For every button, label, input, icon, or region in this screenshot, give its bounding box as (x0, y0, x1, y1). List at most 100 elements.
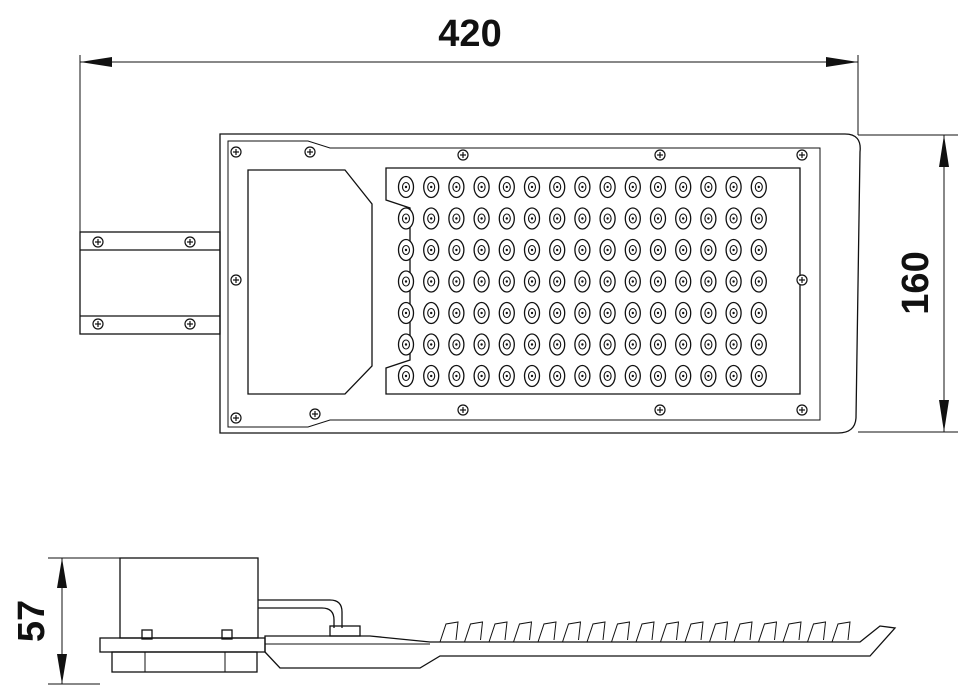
heatsink-fin (586, 621, 606, 643)
led-lens-icon (725, 301, 742, 325)
led-lens-icon (675, 207, 692, 230)
led-lens-icon (750, 175, 767, 199)
screw-icon (654, 404, 666, 416)
led-lens-icon (473, 333, 490, 356)
screw-icon (457, 404, 469, 416)
led-lens-icon (473, 238, 490, 262)
led-lens-icon (473, 364, 490, 388)
led-lens-icon (700, 238, 717, 262)
top-view: 420 160 (79, 13, 958, 434)
side-bolt-left (141, 629, 153, 640)
led-lens-icon (624, 270, 641, 293)
heatsink-fin (758, 621, 778, 643)
led-lens-icon (624, 238, 641, 262)
led-lens-icon (624, 301, 641, 325)
led-lens-icon (649, 270, 667, 293)
power-cable (258, 599, 361, 637)
heatsink-fin (537, 621, 557, 643)
led-lens-icon (624, 207, 641, 230)
led-lens-icon (675, 333, 692, 356)
arrow-up-icon (939, 135, 949, 167)
led-lens-icon (549, 175, 566, 199)
led-lens-icon (725, 364, 742, 388)
length-dimension: 420 (79, 13, 859, 232)
heatsink-fin (733, 621, 753, 643)
heatsink-fin (660, 621, 680, 643)
led-lens-icon (423, 175, 440, 199)
led-lens-icon (750, 270, 767, 293)
led-lens-icon (448, 301, 465, 325)
heatsink-fin (488, 621, 508, 643)
led-lens-icon (423, 364, 440, 388)
width-dimension: 160 (858, 134, 958, 433)
side-bolt-right (221, 629, 233, 640)
heatsink-fin (807, 621, 827, 643)
led-lens-icon (473, 207, 490, 230)
heatsink-fin (464, 621, 484, 643)
led-lens-icon (675, 270, 692, 293)
led-lens-icon (574, 364, 591, 388)
heatsink-fin (684, 621, 704, 643)
side-bracket (99, 557, 266, 673)
led-lens-icon (700, 270, 717, 293)
led-lens-icon (574, 270, 591, 293)
led-lens-icon (700, 333, 717, 356)
led-lens-icon (549, 364, 566, 388)
side-clamp (111, 651, 258, 673)
led-lens-icon (725, 207, 742, 230)
led-lens-icon (599, 270, 616, 293)
led-lens-icon (750, 301, 767, 325)
arrow-left-icon (80, 57, 112, 67)
led-lens-icon (448, 238, 465, 262)
led-lens-icon (700, 175, 717, 199)
led-lens-icon (523, 207, 541, 230)
led-lens-icon (549, 301, 566, 325)
led-lens-icon (549, 270, 566, 293)
led-lens-icon (423, 207, 440, 230)
led-lens-icon (498, 333, 515, 356)
led-lens-icon (473, 301, 490, 325)
side-bracket-block (119, 557, 259, 639)
led-lens-icon (397, 238, 415, 262)
led-lens-icon (397, 175, 415, 199)
led-lens-icon (523, 175, 541, 199)
led-lens-icon (397, 270, 415, 293)
led-lens-icon (750, 364, 767, 388)
housing-inner-border (227, 140, 821, 428)
screw-icon (457, 149, 469, 161)
screw-icon (309, 408, 321, 420)
screw-icon (796, 404, 808, 416)
led-lens-icon (523, 270, 541, 293)
led-lens-icon (523, 238, 541, 262)
led-lens-icon (599, 238, 616, 262)
led-lens-icon (498, 301, 515, 325)
heatsink-fin (831, 621, 851, 643)
heatsink-fin (562, 621, 582, 643)
housing-outline (219, 133, 861, 434)
arrow-up-icon (57, 558, 67, 588)
led-lens-icon (624, 175, 641, 199)
heatsink-fin (782, 621, 802, 643)
side-housing-outline (264, 625, 897, 669)
led-lens-icon (599, 364, 616, 388)
led-lens-icon (649, 301, 667, 325)
led-array (397, 175, 767, 388)
screw-icon (304, 146, 316, 158)
led-lens-icon (675, 301, 692, 325)
led-lens-icon (675, 238, 692, 262)
screw-icon (184, 318, 196, 330)
led-lens-icon (574, 207, 591, 230)
screw-icon (230, 412, 242, 424)
led-lens-icon (574, 238, 591, 262)
led-lens-icon (750, 333, 767, 356)
arrow-right-icon (826, 57, 858, 67)
led-lens-icon (448, 270, 465, 293)
led-lens-icon (549, 207, 566, 230)
led-lens-icon (523, 333, 541, 356)
led-lens-icon (624, 364, 641, 388)
driver-compartment (247, 169, 373, 395)
led-lens-icon (574, 175, 591, 199)
led-lens-icon (523, 364, 541, 388)
led-lens-icon (397, 207, 415, 230)
